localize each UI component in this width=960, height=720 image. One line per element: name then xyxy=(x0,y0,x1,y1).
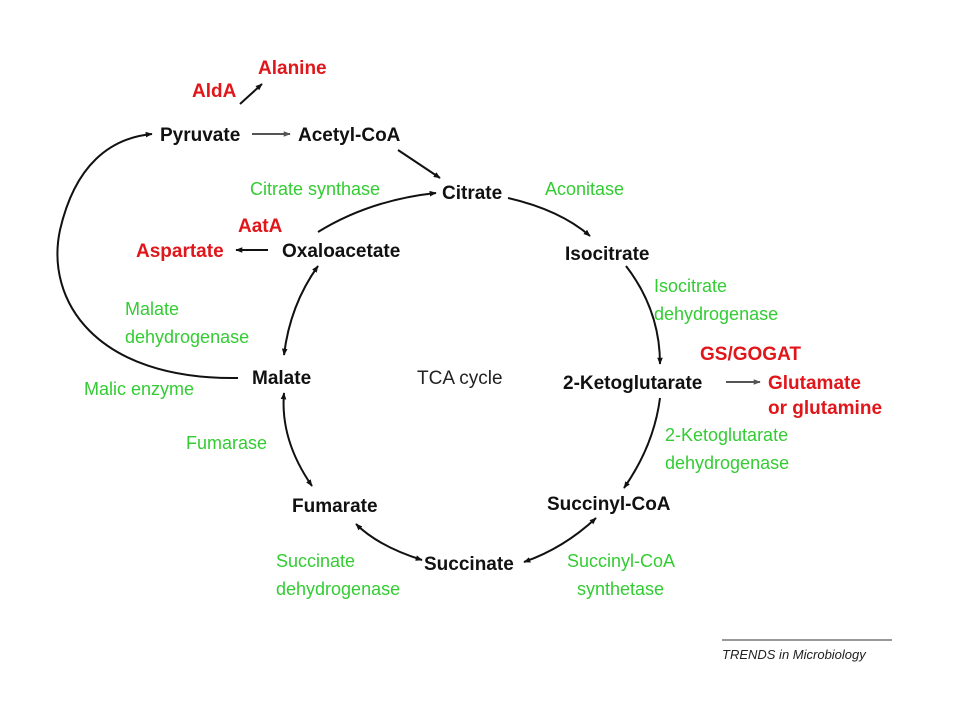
enzyme-malate-dh-line1: Malate xyxy=(125,299,179,319)
oxaloacetate-label: Oxaloacetate xyxy=(282,241,400,262)
fumarate-label: Fumarate xyxy=(292,496,378,517)
arrow-oxaloacetate-to-citrate xyxy=(317,190,437,233)
arrow-isocitrate-to-ketoglutarate xyxy=(625,265,663,365)
succinyl-coa-label: Succinyl-CoA xyxy=(547,494,671,515)
enzyme-aconitase: Aconitase xyxy=(545,179,624,199)
enzyme-fumarase: Fumarase xyxy=(186,433,267,453)
pyruvate-label: Pyruvate xyxy=(160,125,240,146)
enzyme-gs-gogat: GS/GOGAT xyxy=(700,344,801,365)
arrow-fumarate-malate xyxy=(280,392,313,487)
arrow-malate-to-pyruvate xyxy=(56,131,239,380)
ketoglutarate-label: 2-Ketoglutarate xyxy=(563,373,702,394)
enzyme-succinate-dh-line1: Succinate xyxy=(276,551,355,571)
citrate-label: Citrate xyxy=(442,183,502,204)
enzyme-aata: AatA xyxy=(238,216,283,237)
enzyme-succinyl-coa-synthetase-line2: synthetase xyxy=(577,579,664,599)
product-alanine: Alanine xyxy=(258,58,327,79)
arrow-malate-oxaloacetate xyxy=(281,265,319,356)
enzyme-citrate-synthase: Citrate synthase xyxy=(250,179,380,199)
enzyme-kg-dh-line2: dehydrogenase xyxy=(665,453,789,473)
enzyme-isocitrate-dh-line1: Isocitrate xyxy=(654,276,727,296)
product-aspartate: Aspartate xyxy=(136,241,224,262)
arrow-ketoglutarate-to-succinyl-coa xyxy=(623,397,661,489)
tca-cycle-center-label: TCA cycle xyxy=(417,368,503,389)
enzyme-isocitrate-dh-line2: dehydrogenase xyxy=(654,304,778,324)
succinate-label: Succinate xyxy=(424,554,514,575)
credit-label: TRENDS in Microbiology xyxy=(722,647,867,662)
arrow-citrate-to-isocitrate xyxy=(507,197,591,237)
enzyme-alda: AldA xyxy=(192,81,237,102)
enzyme-malate-dh-line2: dehydrogenase xyxy=(125,327,249,347)
isocitrate-label: Isocitrate xyxy=(565,244,649,265)
acetyl-coa-label: Acetyl-CoA xyxy=(298,125,401,146)
arrow-pyruvate-to-alanine xyxy=(239,83,263,105)
arrow-succinate-fumarate xyxy=(355,523,423,561)
enzyme-malic-enzyme: Malic enzyme xyxy=(84,379,194,399)
enzyme-succinyl-coa-synthetase-line1: Succinyl-CoA xyxy=(567,551,675,571)
enzyme-succinate-dh-line2: dehydrogenase xyxy=(276,579,400,599)
enzyme-kg-dh-line1: 2-Ketoglutarate xyxy=(665,425,788,445)
arrow-succinyl-coa-succinate xyxy=(523,517,597,563)
product-glutamate-line2: or glutamine xyxy=(768,398,882,419)
product-glutamate-line1: Glutamate xyxy=(768,373,861,394)
malate-label: Malate xyxy=(252,368,311,389)
arrow-acetyl-coa-to-citrate xyxy=(397,149,441,179)
